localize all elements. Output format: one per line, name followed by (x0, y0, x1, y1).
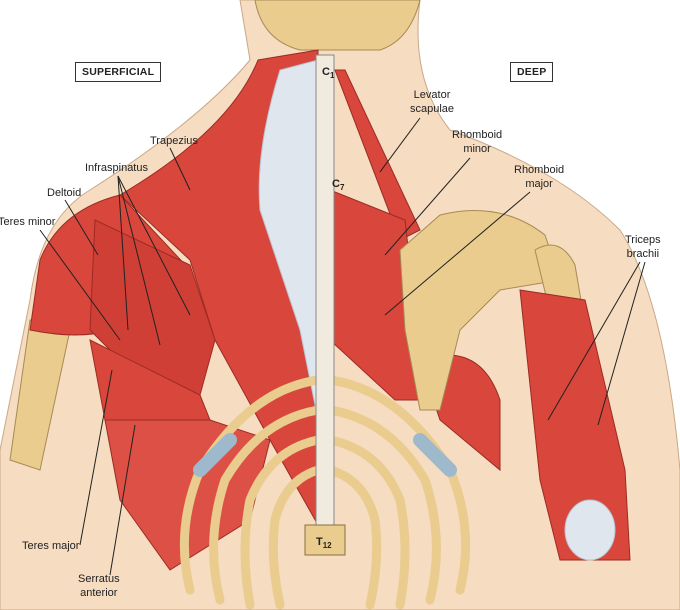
label-line: Rhomboid (514, 164, 565, 176)
label-line: Rhomboid (452, 129, 503, 141)
levator-scapulae-muscle (334, 69, 421, 241)
deep-panel-label: DEEP (510, 62, 554, 82)
triceps-muscle (519, 289, 631, 561)
scapula (399, 210, 561, 411)
label-rhomboid-minor: Rhomboid minor (452, 128, 502, 156)
spine (315, 54, 335, 556)
label-line: Serratus (78, 573, 120, 585)
label-line: anterior (80, 587, 118, 599)
vertebra-letter: T (316, 536, 323, 548)
t12-vertebra (304, 524, 346, 556)
ribs (179, 375, 471, 610)
label-teres-minor: Teres minor (0, 216, 56, 228)
vertebra-number: 1 (329, 71, 335, 81)
label-line: scapulae (410, 103, 455, 115)
trapezius-tendon (258, 59, 319, 421)
vertebra-number: 7 (339, 183, 345, 193)
label-deltoid: Deltoid (47, 187, 82, 199)
superficial-panel-label: SUPERFICIAL (75, 62, 162, 82)
label-rhomboid-major: Rhomboid major (514, 163, 564, 191)
label-levator-scapulae: Levator scapulae (410, 88, 454, 116)
vertebra-letter: C (322, 66, 330, 78)
label-line: brachii (626, 248, 660, 260)
vertebra-t12-label: T12 (316, 536, 332, 550)
vertebra-letter: C (332, 178, 340, 190)
label-line: Triceps (625, 234, 661, 246)
vertebra-c7-label: C7 (332, 178, 344, 192)
triceps-tendon (564, 499, 616, 561)
label-trapezius: Trapezius (150, 135, 198, 147)
label-teres-major: Teres major (22, 540, 80, 552)
label-infraspinatus: Infraspinatus (85, 162, 148, 174)
label-line: minor (463, 143, 491, 155)
vertebra-number: 12 (322, 541, 332, 551)
leader-lines (39, 117, 646, 576)
label-serratus-anterior: Serratus anterior (78, 572, 120, 600)
label-line: major (525, 178, 553, 190)
skull (254, 0, 421, 51)
label-line: Levator (413, 89, 451, 101)
label-triceps-brachii: Triceps brachii (625, 233, 661, 261)
vertebra-c1-label: C1 (322, 66, 334, 80)
